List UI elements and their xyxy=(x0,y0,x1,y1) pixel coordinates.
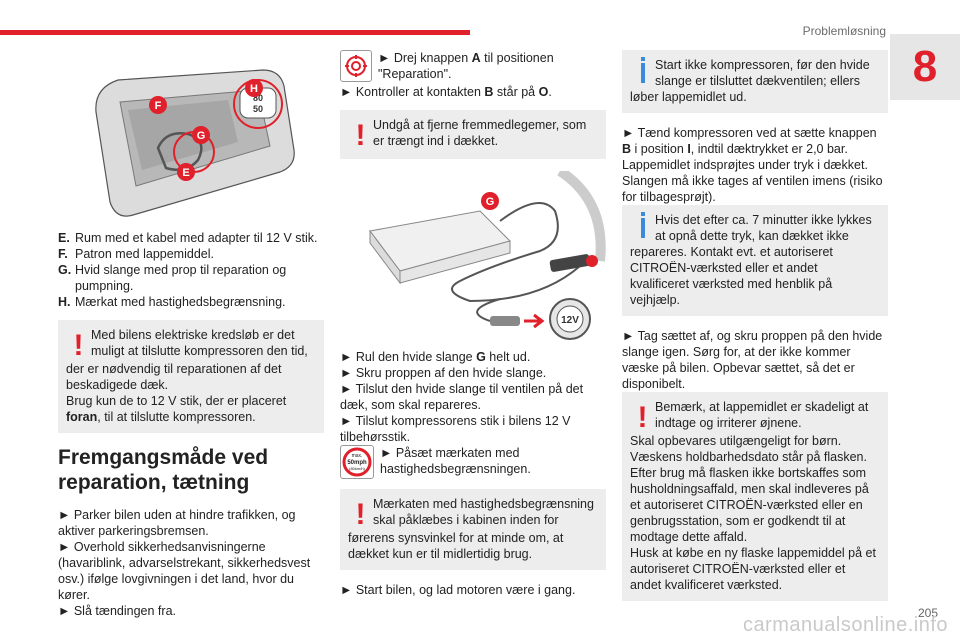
repair-kit-illustration: 80 50 H F G E xyxy=(95,69,295,217)
info-text: repareres. Kontakt evt. et autoriseret C… xyxy=(630,245,833,307)
step-text: ► Påsæt mærkaten med hastighedsbegrænsni… xyxy=(380,446,531,476)
warning-text: Skal opbevares utilgængeligt for børn. xyxy=(630,434,842,448)
speed-limit-sticker-icon: max. 50mph (80km/h) xyxy=(340,445,374,479)
sticker-icon-bot: (80km/h) xyxy=(349,466,365,471)
step-text: ► Tag sættet af, og skru proppen på den … xyxy=(622,329,883,391)
step-text: ► Tænd kompressoren ved at sætte knappen… xyxy=(622,126,883,204)
warning-text: førerens synsvinkel for at minde om, at … xyxy=(348,531,564,561)
step-text: ► Rul den hvide slange G helt ud. xyxy=(340,350,531,364)
warning-text: Med bilens elektriske kredsløb er det mu… xyxy=(91,328,308,358)
legend-key: F. xyxy=(58,247,68,261)
chapter-number: 8 xyxy=(912,42,938,91)
watermark: carmanualsonline.info xyxy=(742,614,948,636)
label-h: H xyxy=(250,83,258,95)
step-text: ► Tilslut kompressorens stik i bilens 12… xyxy=(340,414,571,444)
sticker-icon-top: max. xyxy=(352,453,363,459)
warning-exclamation-icon: ! xyxy=(637,401,648,434)
warning-text: Brug kun de to 12 V stik, der er placere… xyxy=(66,394,287,424)
chapter-number-tab: 8 xyxy=(890,34,960,100)
warning-note-sealant: !Bemærk, at lappemidlet er skadeligt at … xyxy=(622,392,888,601)
repair-kit-figure: 80 50 H F G E xyxy=(58,50,324,222)
legend-item-g: G.Hvid slange med prop til reparation og… xyxy=(58,262,324,294)
info-text: løber lappemidlet ud. xyxy=(630,90,747,104)
step-text: ► Slå tændingen fra. xyxy=(58,604,176,618)
section-heading: Fremgangsmåde ved reparation, tætning xyxy=(58,446,269,494)
warning-exclamation-icon: ! xyxy=(355,498,366,531)
warning-text: Undgå at fjerne fremmedlegemer, som er t… xyxy=(373,118,587,148)
legend-item-f: F. Patron med lappemiddel. xyxy=(58,246,324,262)
warning-note-sticker: !Mærkaten med hastighedsbegrænsning skal… xyxy=(340,489,606,570)
header-red-bar xyxy=(0,30,470,35)
legend-item-h: H. Mærkat med hastighedsbegrænsning. xyxy=(58,294,324,310)
warning-text: der er nødvendig til reparationen af det… xyxy=(66,362,282,392)
legend-text: Patron med lappemiddel. xyxy=(75,247,214,261)
info-text: Start ikke kompressoren, før den hvide s… xyxy=(655,58,870,88)
page-number: 205 xyxy=(917,606,938,620)
component-legend: E. Rum med et kabel med adapter til 12 V … xyxy=(58,230,324,310)
warning-text: Bemærk, at lappemidlet er skadeligt at i… xyxy=(655,400,869,430)
column-3: Start ikke kompressoren, før den hvide s… xyxy=(622,50,888,613)
step-text: ► Overhold sikkerhedsanvisningerne (hava… xyxy=(58,540,311,602)
legend-key: E. xyxy=(58,231,70,245)
repair-mode-icon xyxy=(340,50,372,82)
section-title: Problemløsning xyxy=(802,24,886,38)
warning-exclamation-icon: ! xyxy=(355,119,366,152)
step-text: ► Start bilen, og lad motoren være i gan… xyxy=(340,583,576,597)
legend-item-e: E. Rum med et kabel med adapter til 12 V … xyxy=(58,230,324,246)
label-g: G xyxy=(486,196,495,208)
sticker-speed-top: 80 xyxy=(253,93,263,103)
warning-exclamation-icon: ! xyxy=(73,329,84,362)
column-2: ► Drej knappen A til positionen "Reparat… xyxy=(340,50,606,598)
legend-text: Rum med et kabel med adapter til 12 V st… xyxy=(75,231,318,245)
step-text: ► Drej knappen A til positionen "Reparat… xyxy=(378,51,554,81)
info-icon xyxy=(640,57,645,83)
info-note-hose: Start ikke kompressoren, før den hvide s… xyxy=(622,50,888,113)
warning-text: Væskens holdbarhedsdato står på flasken. xyxy=(630,450,867,464)
step-text: ► Skru proppen af den hvide slange. xyxy=(340,366,547,380)
plug-12v-label: 12V xyxy=(561,315,579,326)
legend-text: Mærkat med hastighedsbegrænsning. xyxy=(75,295,286,309)
legend-key: G. xyxy=(58,263,72,277)
compressor-connection-illustration: G 12V xyxy=(369,166,606,340)
label-g: G xyxy=(197,130,206,142)
knob-step: ► Drej knappen A til positionen "Reparat… xyxy=(340,50,606,82)
warning-text: Mærkaten med hastighedsbegrænsning skal … xyxy=(373,497,594,527)
step-text: ► Kontroller at kontakten B står på O. xyxy=(340,85,552,99)
sticker-icon-mid: 50mph xyxy=(347,460,367,466)
warning-text: Efter brug må flasken ikke bortskaffes s… xyxy=(630,466,869,544)
warning-text: Husk at købe en ny flaske lappemiddel på… xyxy=(630,546,876,592)
warning-note-foreign-objects: !Undgå at fjerne fremmedlegemer, som er … xyxy=(340,110,606,159)
info-note-pressure: Hvis det efter ca. 7 minutter ikke lykke… xyxy=(622,205,888,316)
column-1: 80 50 H F G E E. Rum med et kabel med ada… xyxy=(58,50,324,619)
legend-key: H. xyxy=(58,295,71,309)
warning-note-electrical: !Med bilens elektriske kredsløb er det m… xyxy=(58,320,324,433)
step-text: ► Tilslut den hvide slange til ventilen … xyxy=(340,382,584,412)
compressor-connection-figure: G 12V xyxy=(340,166,606,341)
label-f: F xyxy=(155,100,162,112)
sticker-speed-bottom: 50 xyxy=(253,104,263,114)
label-e: E xyxy=(182,167,189,179)
info-icon xyxy=(640,212,645,238)
info-text: Hvis det efter ca. 7 minutter ikke lykke… xyxy=(655,213,872,243)
legend-text: Hvid slange med prop til reparation og p… xyxy=(75,263,287,293)
sticker-step: max. 50mph (80km/h) ► Påsæt mærkaten med… xyxy=(340,445,606,479)
step-text: ► Parker bilen uden at hindre trafikken,… xyxy=(58,508,296,538)
